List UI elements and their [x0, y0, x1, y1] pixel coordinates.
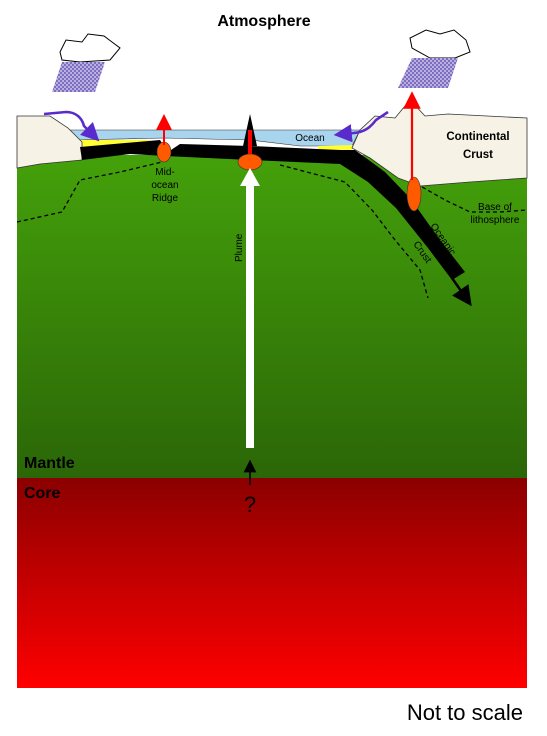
- hotspot-magma-chamber: [237, 153, 263, 171]
- continental-crust-left: [16, 115, 83, 169]
- cloud-right: [398, 29, 471, 88]
- base-of-lithosphere-label-1: Base of: [478, 202, 512, 213]
- continental-crust-label-1: Continental: [446, 131, 509, 143]
- plume-label: Plume: [234, 233, 245, 262]
- purple-arrow-right: [333, 110, 389, 143]
- arc-magma: [406, 176, 422, 212]
- cloud-left: [52, 33, 121, 92]
- hotspot-magma-conduit: [248, 130, 252, 158]
- mantle: [17, 155, 527, 478]
- subduction-arrow: [450, 277, 472, 307]
- ocean-label: Ocean: [295, 133, 324, 144]
- mid-ocean-ridge-label-3: Ridge: [152, 193, 179, 204]
- plume-arrow: [240, 168, 260, 448]
- mantle-label: Mantle: [24, 455, 75, 472]
- mid-ocean-ridge-label-2: ocean: [151, 180, 178, 191]
- oceanic-crust-slab: [80, 140, 465, 280]
- core: [17, 478, 527, 688]
- continental-crust-label-2: Crust: [463, 149, 493, 161]
- continental-crust-right: [351, 99, 528, 187]
- atmosphere-title: Atmosphere: [217, 13, 310, 30]
- core-label: Core: [24, 485, 61, 502]
- base-of-lithosphere-label-2: lithosphere: [471, 215, 520, 226]
- plume-origin-question: ?: [244, 492, 256, 517]
- base-of-lithosphere-left: [16, 161, 163, 223]
- purple-arrow-left: [43, 110, 100, 142]
- not-to-scale-note: Not to scale: [407, 700, 523, 725]
- base-of-lithosphere-continental: [409, 179, 528, 213]
- mid-ocean-ridge-label-1: Mid-: [155, 167, 174, 178]
